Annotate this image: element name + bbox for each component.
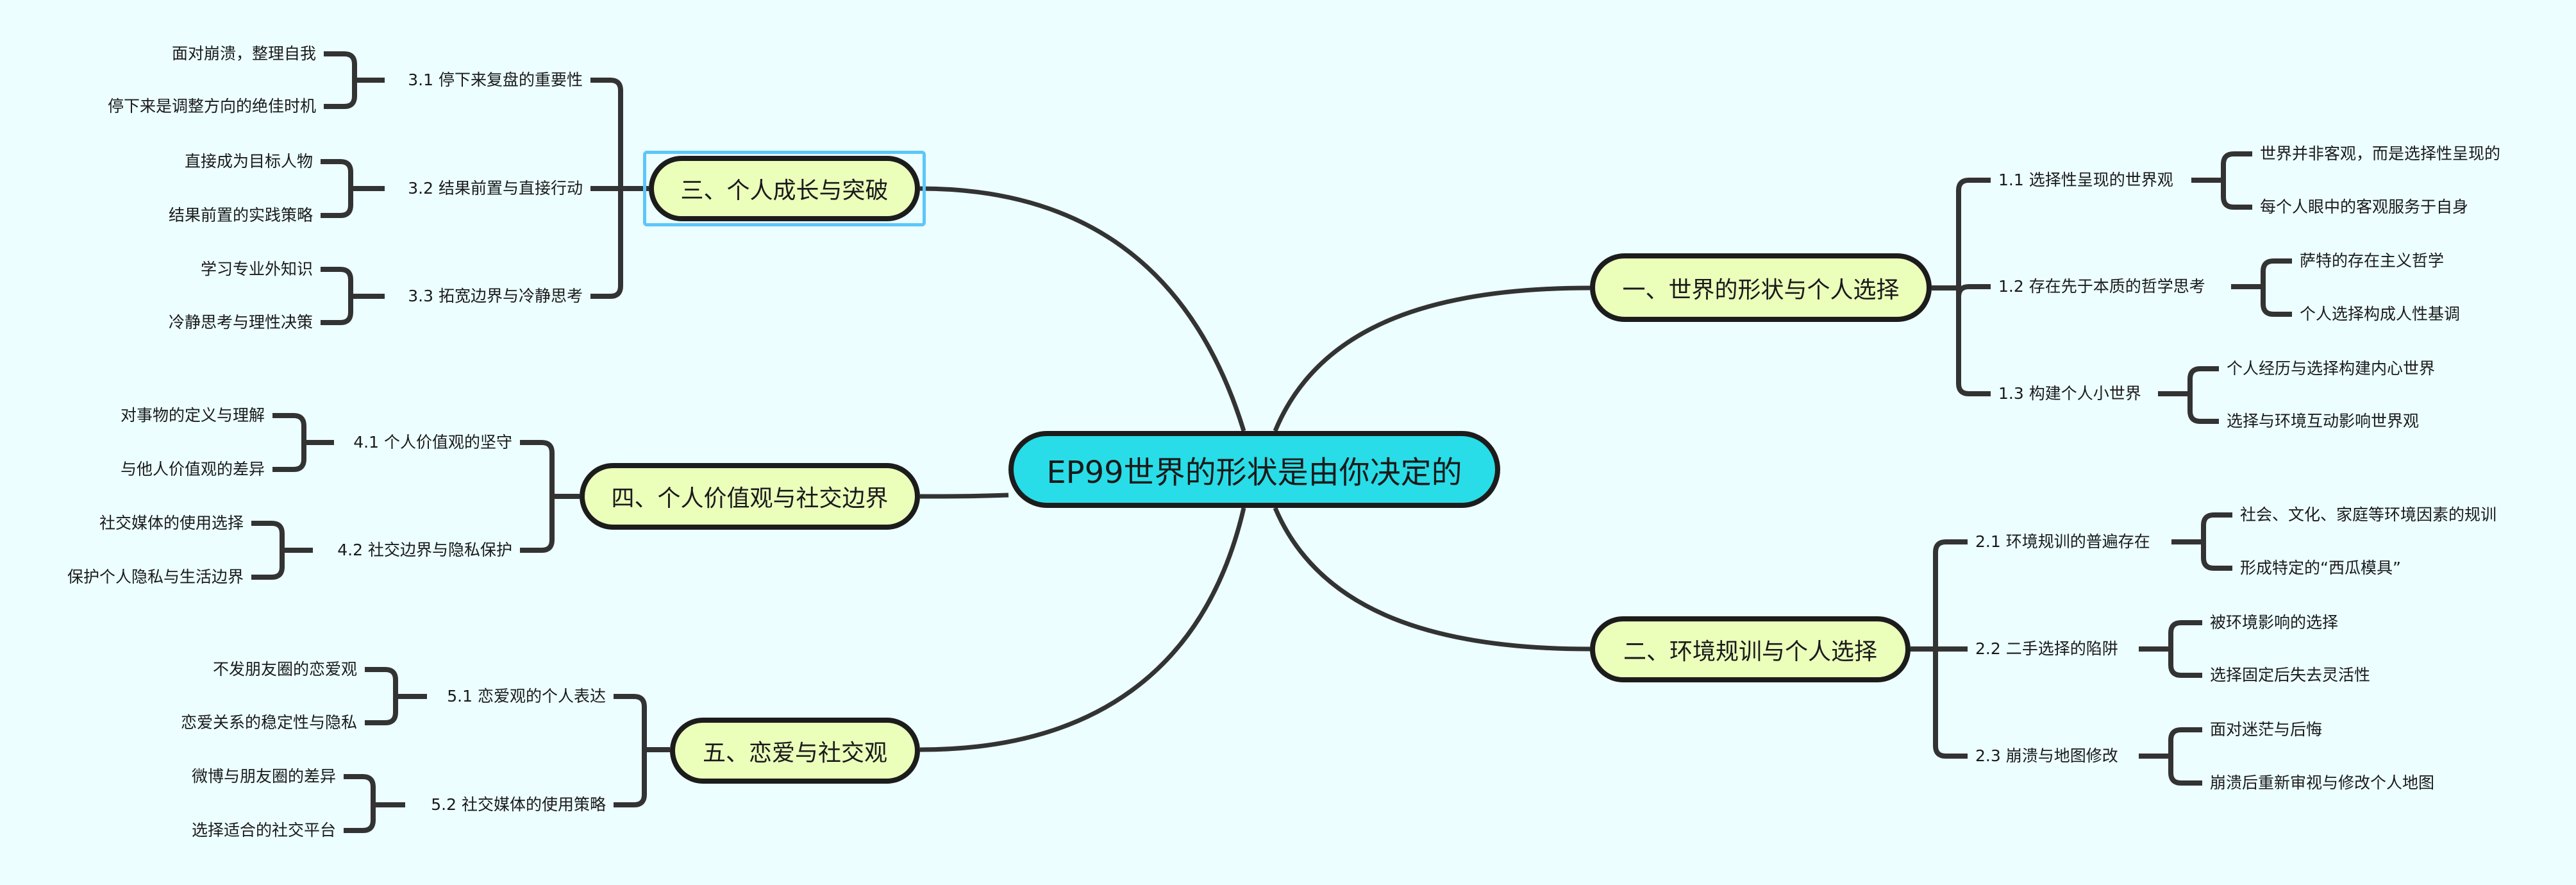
topic-bracket [614, 750, 647, 807]
leaf-topic[interactable]: 结果前置的实践策略 [168, 206, 313, 224]
leaf-topic[interactable]: 微博与朋友圈的差异 [191, 767, 336, 786]
central-topic-label: EP99世界的形状是由你决定的 [1046, 455, 1462, 491]
subtopic[interactable]: 2.3 崩溃与地图修改 [1975, 746, 2118, 765]
subtopic[interactable]: 1.3 构建个人小世界 [1998, 384, 2141, 403]
subtopic-bracket [251, 550, 285, 580]
topic-connector [1273, 285, 1591, 432]
subtopic-bracket [365, 696, 398, 725]
leaf-topic[interactable]: 不发朋友圈的恋爱观 [212, 660, 357, 678]
topic-connector [919, 507, 1246, 752]
subtopic-bracket [2221, 180, 2252, 210]
leaf-topic[interactable]: 个人经历与选择构建内心世界 [2227, 359, 2436, 378]
leaf-topic[interactable]: 个人选择构成人性基调 [2300, 305, 2461, 323]
subtopic-bracket [344, 805, 376, 833]
leaf-topic[interactable]: 对事物的定义与理解 [120, 406, 265, 425]
leaf-topic[interactable]: 被环境影响的选择 [2210, 613, 2339, 632]
leaf-topic[interactable]: 面对迷茫与后悔 [2210, 720, 2323, 739]
main-topic[interactable]: 四、个人价值观与社交边界 [580, 463, 920, 530]
subtopic-bracket [2187, 366, 2219, 394]
subtopic-bracket [251, 521, 285, 550]
subtopic-bracket [2168, 620, 2202, 649]
subtopic[interactable]: 4.1 个人价值观的坚守 [353, 433, 512, 451]
subtopic-bracket [2187, 394, 2219, 424]
leaf-topic[interactable]: 世界并非客观，而是选择性呈现的 [2260, 144, 2501, 163]
main-topic[interactable]: 三、个人成长与突破 [649, 156, 920, 221]
subtopic-bracket [321, 189, 353, 218]
subtopic-bracket [272, 413, 306, 442]
subtopic-bracket [2201, 512, 2232, 542]
selection-outline [643, 151, 926, 226]
leaf-topic[interactable]: 选择适合的社交平台 [191, 821, 336, 839]
subtopic[interactable]: 1.2 存在先于本质的哲学思考 [1998, 277, 2205, 296]
subtopic[interactable]: 3.2 结果前置与直接行动 [408, 179, 583, 198]
topic-bracket [1933, 539, 1968, 649]
subtopic[interactable]: 2.1 环境规训的普遍存在 [1975, 532, 2150, 551]
leaf-topic[interactable]: 保护个人隐私与生活边界 [67, 568, 244, 586]
main-topic[interactable]: 二、环境规训与个人选择 [1590, 616, 1911, 682]
topic-bracket [1933, 649, 1968, 759]
main-topic-label: 四、个人价值观与社交边界 [611, 485, 889, 512]
leaf-topic[interactable]: 学习专业外知识 [200, 260, 313, 278]
subtopic-bracket [272, 442, 306, 472]
main-topic-label: 三、个人成长与突破 [680, 178, 889, 204]
subtopic-bracket [2168, 756, 2202, 786]
subtopic-bracket [344, 774, 376, 805]
subtopic-bracket [2261, 287, 2292, 317]
leaf-topic[interactable]: 形成特定的“西瓜模具” [2240, 559, 2401, 577]
main-topic[interactable]: 五、恋爱与社交观 [670, 718, 920, 784]
main-topic[interactable]: 一、世界的形状与个人选择 [1590, 253, 1932, 322]
topic-bracket [1956, 288, 1991, 396]
subtopic-bracket [2261, 258, 2292, 287]
subtopic-bracket [365, 667, 398, 696]
subtopic-bracket [2221, 151, 2252, 180]
subtopic-bracket [324, 80, 357, 109]
leaf-topic[interactable]: 停下来是调整方向的绝佳时机 [107, 97, 316, 115]
leaf-topic[interactable]: 选择与环境互动影响世界观 [2227, 412, 2420, 430]
subtopic-bracket [2168, 649, 2202, 678]
leaf-topic[interactable]: 选择固定后失去灵活性 [2210, 666, 2371, 684]
topic-connector [1273, 507, 1591, 652]
main-topic-label: 五、恋爱与社交观 [702, 739, 887, 766]
subtopic-bracket [321, 267, 353, 296]
leaf-topic[interactable]: 每个人眼中的客观服务于自身 [2260, 198, 2469, 216]
leaf-topic[interactable]: 社交媒体的使用选择 [99, 514, 244, 532]
topic-bracket [614, 694, 647, 750]
central-topic[interactable]: EP99世界的形状是由你决定的 [1008, 431, 1500, 508]
subtopic-bracket [324, 51, 357, 80]
subtopic[interactable]: 2.2 二手选择的陷阱 [1975, 639, 2118, 658]
leaf-topic[interactable]: 冷静思考与理性决策 [168, 313, 313, 332]
leaf-topic[interactable]: 社会、文化、家庭等环境因素的规训 [2240, 505, 2497, 524]
topic-bracket [520, 440, 555, 496]
topic-bracket [590, 78, 623, 189]
main-topic-label: 二、环境规训与个人选择 [1623, 638, 1877, 665]
leaf-topic[interactable]: 恋爱关系的稳定性与隐私 [180, 713, 357, 732]
leaf-topic[interactable]: 面对崩溃，整理自我 [171, 44, 316, 63]
topic-connector [919, 493, 1009, 499]
topic-bracket [590, 189, 623, 299]
leaf-topic[interactable]: 萨特的存在主义哲学 [2300, 251, 2445, 270]
subtopic[interactable]: 5.2 社交媒体的使用策略 [431, 795, 606, 814]
subtopic[interactable]: 1.1 选择性呈现的世界观 [1998, 171, 2173, 189]
main-topic-label: 一、世界的形状与个人选择 [1622, 276, 1900, 303]
subtopic[interactable]: 4.2 社交边界与隐私保护 [337, 541, 512, 559]
leaf-topic[interactable]: 崩溃后重新审视与修改个人地图 [2210, 773, 2435, 792]
subtopic[interactable]: 5.1 恋爱观的个人表达 [447, 687, 606, 705]
topic-bracket [520, 496, 555, 553]
subtopic-bracket [2168, 727, 2202, 756]
subtopic[interactable]: 3.3 拓宽边界与冷静思考 [408, 287, 583, 305]
leaf-topic[interactable]: 直接成为目标人物 [184, 152, 313, 171]
subtopic[interactable]: 3.1 停下来复盘的重要性 [408, 71, 583, 89]
topic-bracket [1956, 178, 1991, 288]
subtopic-bracket [321, 296, 353, 325]
topic-connector [919, 186, 1246, 432]
leaf-topic[interactable]: 与他人价值观的差异 [120, 460, 265, 478]
subtopic-bracket [2201, 542, 2232, 571]
topic-bracket [1956, 284, 1991, 298]
subtopic-bracket [321, 159, 353, 189]
